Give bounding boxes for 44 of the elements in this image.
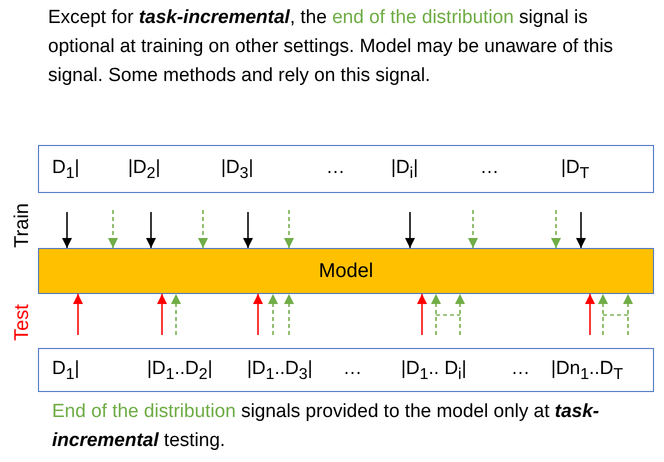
segment-label: … xyxy=(326,156,345,180)
arrow xyxy=(198,210,208,248)
segment-label: |D$_{i}$| xyxy=(391,156,418,184)
segment-label: D$_{1}$| xyxy=(52,156,80,184)
segment-label: … xyxy=(480,156,499,180)
arrow xyxy=(268,294,278,335)
arrow xyxy=(405,212,415,248)
segment-label: |D$_{1}$.. D$_{i}$| xyxy=(401,357,467,385)
segment-label: D$_{1}$| xyxy=(52,357,80,385)
segment-label: … xyxy=(343,357,362,381)
segment-label: |D$_{3}$| xyxy=(221,156,254,184)
sequence-box xyxy=(38,348,654,392)
arrow xyxy=(623,294,633,335)
segment-label: |D$_{T}$ xyxy=(561,156,590,184)
axis-label: Test xyxy=(10,304,34,340)
arrow xyxy=(284,294,294,335)
note-text: Except for task-incremental, the end of the distribution signal is optional at training on other settings. Model may be unaware of this signal. Some methods and rely on this signal. xyxy=(48,6,614,88)
arrow xyxy=(146,212,156,248)
arrow xyxy=(468,210,478,248)
arrow xyxy=(171,294,181,335)
segment-label: |D$_{1}$..D$_{3}$| xyxy=(247,357,313,385)
arrow xyxy=(243,212,253,248)
arrow xyxy=(585,294,595,335)
arrow xyxy=(576,212,586,248)
model-bar xyxy=(38,248,654,294)
arrow xyxy=(551,210,561,248)
arrow xyxy=(73,294,83,335)
arrow xyxy=(284,210,294,248)
segment-label: … xyxy=(511,357,530,381)
arrow xyxy=(598,294,608,335)
segment-label: |D$_{1}$..D$_{2}$| xyxy=(147,357,213,385)
arrow xyxy=(431,294,441,335)
arrow xyxy=(253,294,263,335)
arrow xyxy=(157,294,167,335)
arrow xyxy=(108,210,118,248)
arrow xyxy=(417,294,427,335)
axis-label: Train xyxy=(10,202,34,248)
note-text: End of the distribution signals provided to the model only at task-incremental testing. xyxy=(52,400,600,453)
arrow xyxy=(455,294,465,335)
sequence-box xyxy=(38,145,654,193)
arrow xyxy=(62,212,72,248)
segment-label: |D$_{2}$| xyxy=(128,156,160,184)
segment-label: |Dn$_{1}$..D$_{T}$ xyxy=(551,357,623,385)
model-label: Model xyxy=(318,260,374,282)
